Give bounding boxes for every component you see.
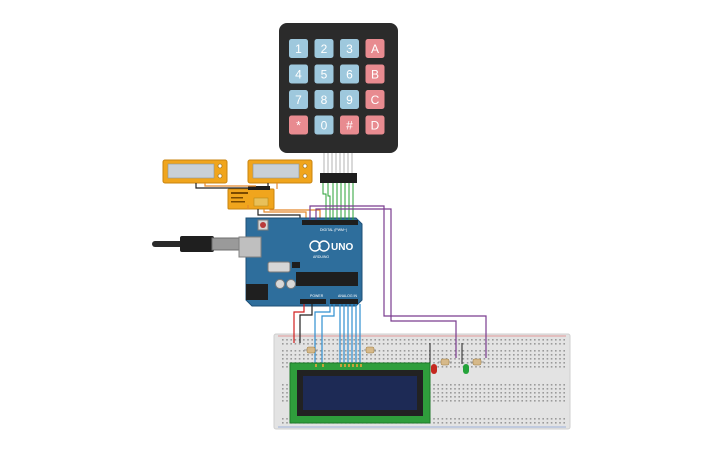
sensor-wires (195, 183, 321, 222)
keypad-key-label: 1 (295, 42, 302, 56)
hx711-amplifier[interactable] (227, 186, 275, 210)
keypad-key[interactable]: # (340, 115, 359, 135)
usb-cable (152, 236, 243, 252)
keypad-key[interactable]: * (289, 115, 308, 135)
keypad-key[interactable]: 0 (314, 115, 334, 135)
arduino-uno-board[interactable]: DIGITAL (PWM~) UNO ARDUINO POWER ANALOG … (238, 217, 363, 307)
led-green[interactable] (461, 343, 469, 374)
keypad-key-label: 5 (321, 68, 328, 82)
keypad-signal-wires (322, 183, 354, 220)
keypad-keys: 1 2 3 A 4 5 6 B 7 8 9 C * 0 # D (289, 39, 385, 135)
keypad-key-label: 6 (346, 68, 353, 82)
keypad-key[interactable]: D (365, 115, 385, 135)
resistor-led-red (438, 358, 452, 366)
keypad-key[interactable]: 5 (314, 64, 334, 84)
atmega-chip (296, 272, 358, 286)
lcd-pins (315, 364, 362, 367)
keypad-key-label: D (371, 119, 380, 133)
power-lcd-wires (293, 304, 361, 364)
load-cell-left[interactable] (162, 159, 228, 184)
keypad-ribbon (323, 153, 353, 174)
keypad-key[interactable]: 8 (314, 90, 334, 109)
keypad-key-label: 0 (321, 119, 328, 133)
led-red[interactable] (429, 343, 437, 374)
analog-header-label: ANALOG IN (338, 294, 358, 298)
keypad-key[interactable]: A (365, 39, 385, 58)
keypad-key-label: 2 (321, 42, 328, 56)
keypad-key[interactable]: 3 (340, 39, 359, 58)
keypad-key[interactable]: 4 (289, 64, 308, 84)
power-header (300, 299, 326, 304)
resistor-lcd (304, 346, 318, 354)
digital-header-label: DIGITAL (PWM~) (320, 228, 347, 232)
keypad-key-label: 9 (346, 93, 353, 107)
usb-port (238, 236, 262, 258)
board-model: UNO (331, 242, 353, 253)
lcd-screen (303, 376, 417, 410)
keypad-key-label: 8 (321, 93, 328, 107)
keypad-key-label: B (371, 68, 379, 82)
keypad-key[interactable]: C (365, 90, 385, 109)
analog-header (330, 299, 358, 304)
keypad-4x4[interactable]: 1 2 3 A 4 5 6 B 7 8 9 C * 0 # D (279, 23, 398, 183)
resistor-led-green (470, 358, 484, 366)
keypad-key-label: A (371, 42, 379, 56)
keypad-key-label: 3 (346, 42, 353, 56)
arduino-logo: UNO ARDUINO (309, 240, 353, 259)
keypad-key[interactable]: 1 (289, 39, 308, 58)
keypad-key-label: 7 (295, 93, 302, 107)
power-header-label: POWER (310, 294, 324, 298)
keypad-key-label: * (296, 119, 301, 133)
led-signal-wires (309, 205, 487, 358)
keypad-key[interactable]: B (365, 64, 385, 84)
keypad-key[interactable]: 2 (314, 39, 334, 58)
crystal (267, 261, 291, 273)
keypad-key-label: 4 (295, 68, 302, 82)
resistor-contrast (364, 346, 376, 354)
board-brand: ARDUINO (313, 255, 329, 259)
digital-header (302, 220, 358, 225)
keypad-key[interactable]: 9 (340, 90, 359, 109)
power-jack (246, 284, 268, 300)
keypad-key[interactable]: 6 (340, 64, 359, 84)
keypad-key[interactable]: 7 (289, 90, 308, 109)
keypad-key-label: C (371, 93, 380, 107)
lcd-16x2[interactable] (289, 362, 431, 424)
load-cell-right[interactable] (247, 159, 313, 184)
keypad-key-label: # (346, 119, 353, 133)
keypad-header-connector (320, 173, 357, 183)
